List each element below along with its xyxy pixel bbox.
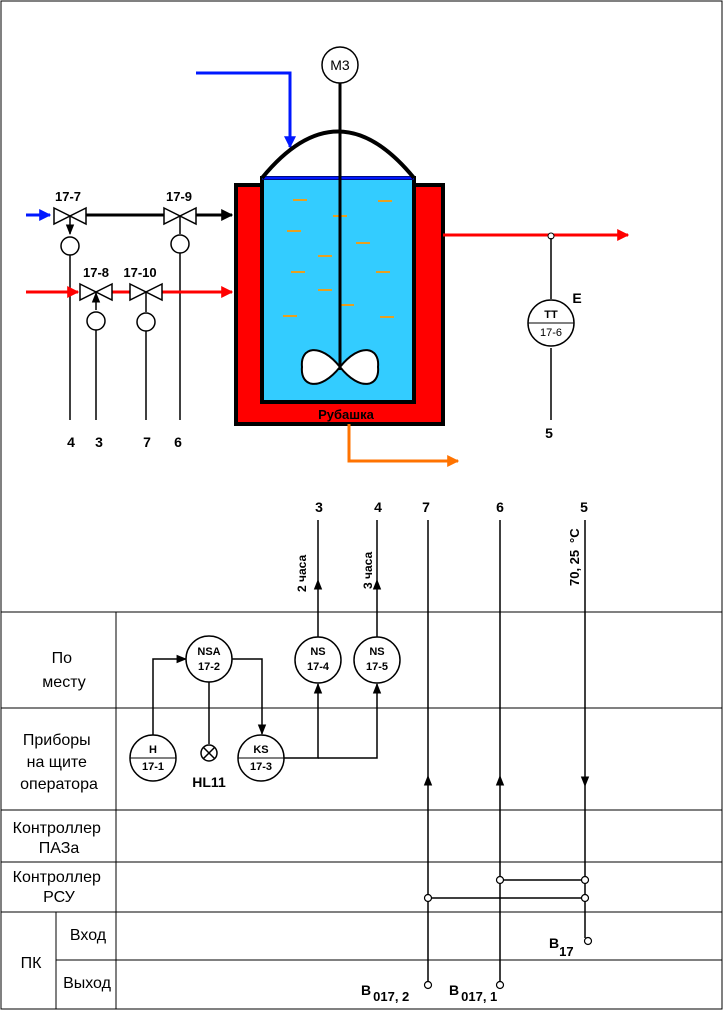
line-number-6: 6	[174, 434, 182, 450]
jacket-label: Рубашка	[318, 407, 375, 422]
impeller	[300, 349, 380, 385]
tt-tag: TT	[544, 309, 558, 321]
ns-17-4-instrument	[294, 636, 342, 684]
control-table-grid	[1, 611, 722, 1009]
io-input-label: В17	[549, 935, 574, 959]
line-number-4: 4	[67, 434, 75, 450]
signal-col-7: 7	[422, 499, 430, 515]
line-number-7: 7	[143, 434, 151, 450]
signal-col-5: 5	[580, 499, 588, 515]
nsa-instrument	[185, 635, 233, 683]
setpoint-label: 70, 25	[567, 550, 582, 586]
row-local-l1: По	[52, 650, 73, 667]
row-pc-out: Выход	[63, 975, 112, 992]
ns-17-4-tag: NS	[310, 646, 325, 658]
ns-17-5-tag: NS	[369, 646, 384, 658]
row-local: По месту	[42, 650, 85, 691]
ks-tag: KS	[253, 744, 268, 756]
time-3h-label: 3 часа	[361, 552, 375, 589]
ns-17-5-number: 17-5	[366, 661, 388, 673]
nsa-number: 17-2	[198, 661, 220, 673]
row-rsu-controller: Контроллер РСУ	[13, 869, 106, 906]
line-number-3: 3	[95, 434, 103, 450]
valve-17-9-label: 17-9	[166, 189, 192, 204]
valve-17-9	[163, 206, 197, 226]
h-number: 17-1	[142, 761, 164, 773]
row-operator-panel: Приборы на щите оператора	[20, 732, 98, 793]
signal-lamp-icon	[200, 744, 218, 762]
io-output-2-sub: 017, 1	[461, 989, 497, 1004]
valve-17-8-label: 17-8	[83, 265, 109, 280]
row-pc-in: Вход	[70, 927, 107, 944]
time-2h-label: 2 часа	[295, 555, 309, 592]
motor-circle	[321, 46, 359, 84]
io-output-1-sub: 017, 2	[373, 989, 409, 1004]
signal-col-3: 3	[315, 499, 323, 515]
io-output-1-base: В	[361, 982, 371, 998]
tt-number: 17-6	[540, 327, 562, 339]
row-paz-controller: Контроллер ПАЗа	[13, 820, 106, 857]
nsa-tag: NSA	[197, 646, 220, 658]
row-local-l2: месту	[42, 674, 85, 691]
valve-17-7	[53, 206, 87, 226]
io-input-sub: 17	[559, 944, 573, 959]
row-pc: ПК	[21, 955, 43, 972]
io-output-2-base: В	[449, 982, 459, 998]
line-number-5-top: 5	[545, 425, 553, 441]
ks-number: 17-3	[250, 761, 272, 773]
motor-label: M3	[330, 57, 350, 73]
vessel-dome	[260, 129, 416, 180]
signal-col-4: 4	[374, 499, 382, 515]
blue-feed-line	[196, 71, 296, 149]
tt-letter: E	[572, 290, 581, 306]
degree-unit-label: °С	[567, 528, 582, 543]
lamp-label: HL11	[192, 774, 226, 790]
valve-17-8	[79, 282, 113, 302]
valve-17-7-label: 17-7	[55, 189, 81, 204]
valve-17-10-label: 17-10	[123, 265, 156, 280]
h-tag: H	[149, 744, 157, 756]
ns-17-5-instrument	[353, 636, 401, 684]
signal-col-6: 6	[496, 499, 504, 515]
orange-outlet-line	[347, 424, 460, 467]
valve-17-10	[129, 282, 163, 302]
ns-17-4-number: 17-4	[307, 661, 330, 673]
io-input-base: В	[549, 935, 559, 951]
